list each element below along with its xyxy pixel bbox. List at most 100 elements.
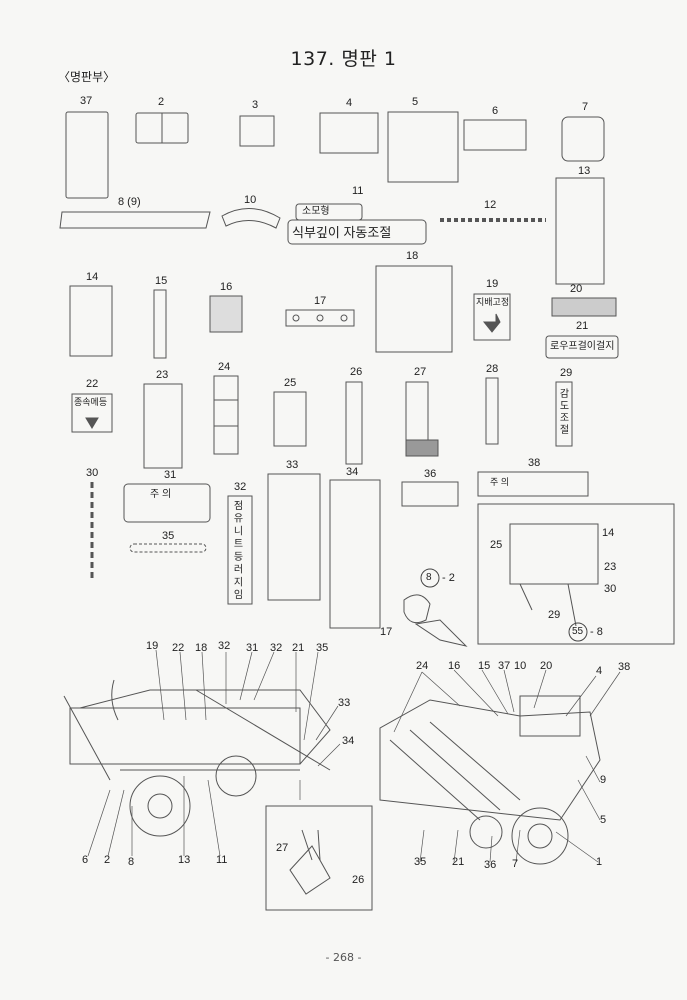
lm-label-6: 6 <box>82 854 89 866</box>
plate-22-shape <box>71 393 113 433</box>
rm-label-4: 4 <box>596 665 603 677</box>
plate-3-shape <box>239 115 275 147</box>
plate-20-shape <box>551 297 617 317</box>
lm-label-31: 31 <box>246 642 259 654</box>
rm-label-15: 15 <box>478 660 491 672</box>
plate-23-shape <box>143 383 183 469</box>
plate-38-text: 주 의 <box>490 477 510 487</box>
rm-label-1: 1 <box>596 856 603 868</box>
rm-label-21: 21 <box>452 856 465 868</box>
plate-19-shape <box>473 293 511 341</box>
plate-38-number: 38 <box>528 457 541 469</box>
plate-33-shape <box>267 473 321 601</box>
plate-18-number: 18 <box>406 250 419 262</box>
lm-label-22: 22 <box>172 642 185 654</box>
rm-label-38: 38 <box>618 661 631 673</box>
inset-label-29: 29 <box>548 609 561 621</box>
rm-label-20: 20 <box>540 660 553 672</box>
plate-22-number: 22 <box>86 378 99 390</box>
plate-12-number: 12 <box>484 199 497 211</box>
plate-37-shape <box>65 111 109 199</box>
lm-label-32a: 32 <box>218 640 231 652</box>
bi-label-26: 26 <box>352 874 365 886</box>
plate-35-shape <box>129 543 207 553</box>
lm-label-32b: 32 <box>270 642 283 654</box>
plate-25-number: 25 <box>284 377 297 389</box>
circle-55-label: 55 <box>572 626 584 637</box>
inset-label-30: 30 <box>604 583 617 595</box>
plate-10-shape <box>221 207 281 229</box>
plate-28-shape <box>485 377 499 445</box>
plate-16-shape <box>209 295 243 333</box>
circle-8 <box>420 568 440 588</box>
lm-label-33: 33 <box>338 697 351 709</box>
section-label: 〈명판부〉 <box>58 70 116 84</box>
plate-3-number: 3 <box>252 99 259 111</box>
plate-24-shape <box>213 375 239 455</box>
lm-label-13: 13 <box>178 854 191 866</box>
plate-18-shape <box>375 265 453 353</box>
lm-label-11: 11 <box>216 854 228 866</box>
rm-label-24: 24 <box>416 660 429 672</box>
plate-15-number: 15 <box>155 275 168 287</box>
plate-6-number: 6 <box>492 105 499 117</box>
page-number: - 268 - <box>325 951 362 964</box>
plate-31-text: 주 의 <box>150 489 172 500</box>
plate-2-number: 2 <box>158 96 165 108</box>
page-title: 137. 명판 1 <box>290 48 397 70</box>
plate-13-shape <box>555 177 605 285</box>
rm-label-37: 37 <box>498 660 511 672</box>
circle-55 <box>568 622 588 642</box>
lm-label-19: 19 <box>146 640 159 652</box>
inset-label-25: 25 <box>490 539 503 551</box>
plate-19-text: 지배고정 <box>476 297 510 307</box>
plate-4-shape <box>319 112 379 154</box>
plate-13-number: 13 <box>578 165 591 177</box>
bi-label-27: 27 <box>276 842 289 854</box>
plate-10-number: 10 <box>244 194 257 206</box>
inset-top-frame <box>477 503 675 645</box>
plate-34-number: 34 <box>346 466 359 478</box>
rm-label-9: 9 <box>600 774 607 786</box>
plate-38-shape <box>477 471 589 497</box>
lm-label-34: 34 <box>342 735 355 747</box>
plate-20-number: 20 <box>570 283 583 295</box>
inset-label-23: 23 <box>604 561 617 573</box>
plate-37-number: 37 <box>80 95 93 107</box>
part-inset-shape <box>403 594 431 624</box>
plate-24-number: 24 <box>218 361 231 373</box>
plate-36-shape <box>401 481 459 507</box>
plate-8-shape <box>59 211 211 229</box>
plate-15-shape <box>153 289 167 359</box>
rm-label-16: 16 <box>448 660 461 672</box>
plate-11-number: 11 <box>352 185 364 197</box>
plate-29-shape <box>555 381 573 447</box>
plate-32-shape <box>227 495 253 605</box>
part-17-label: 17 <box>380 626 393 638</box>
rm-label-10: 10 <box>514 660 527 672</box>
plate-26-number: 26 <box>350 366 363 378</box>
plate-28-number: 28 <box>486 363 499 375</box>
plate-27-shape <box>405 381 429 441</box>
rm-label-7: 7 <box>512 858 519 870</box>
plate-4-number: 4 <box>346 97 353 109</box>
plate-17-shape <box>285 309 355 327</box>
rm-label-35: 35 <box>414 856 427 868</box>
plate-32-number: 32 <box>234 481 247 493</box>
plate-14-shape <box>69 285 113 357</box>
rm-label-36: 36 <box>484 859 497 871</box>
plate-8-number: 8 (9) <box>118 196 141 208</box>
plate-21-shape <box>545 335 619 359</box>
plate-21-text: 로우프걸이걸지 <box>550 341 615 352</box>
plate-17-number: 17 <box>314 295 327 307</box>
plate-21-number: 21 <box>576 320 589 332</box>
lm-label-35: 35 <box>316 642 329 654</box>
plate-11-text-2: 식부깊이 자동조절 <box>292 225 392 240</box>
plate-16-number: 16 <box>220 281 233 293</box>
plate-27-number: 27 <box>414 366 427 378</box>
plate-19-number: 19 <box>486 278 499 290</box>
plate-31-shape <box>123 483 211 523</box>
plate-11-text-1: 소모형 <box>302 206 330 217</box>
